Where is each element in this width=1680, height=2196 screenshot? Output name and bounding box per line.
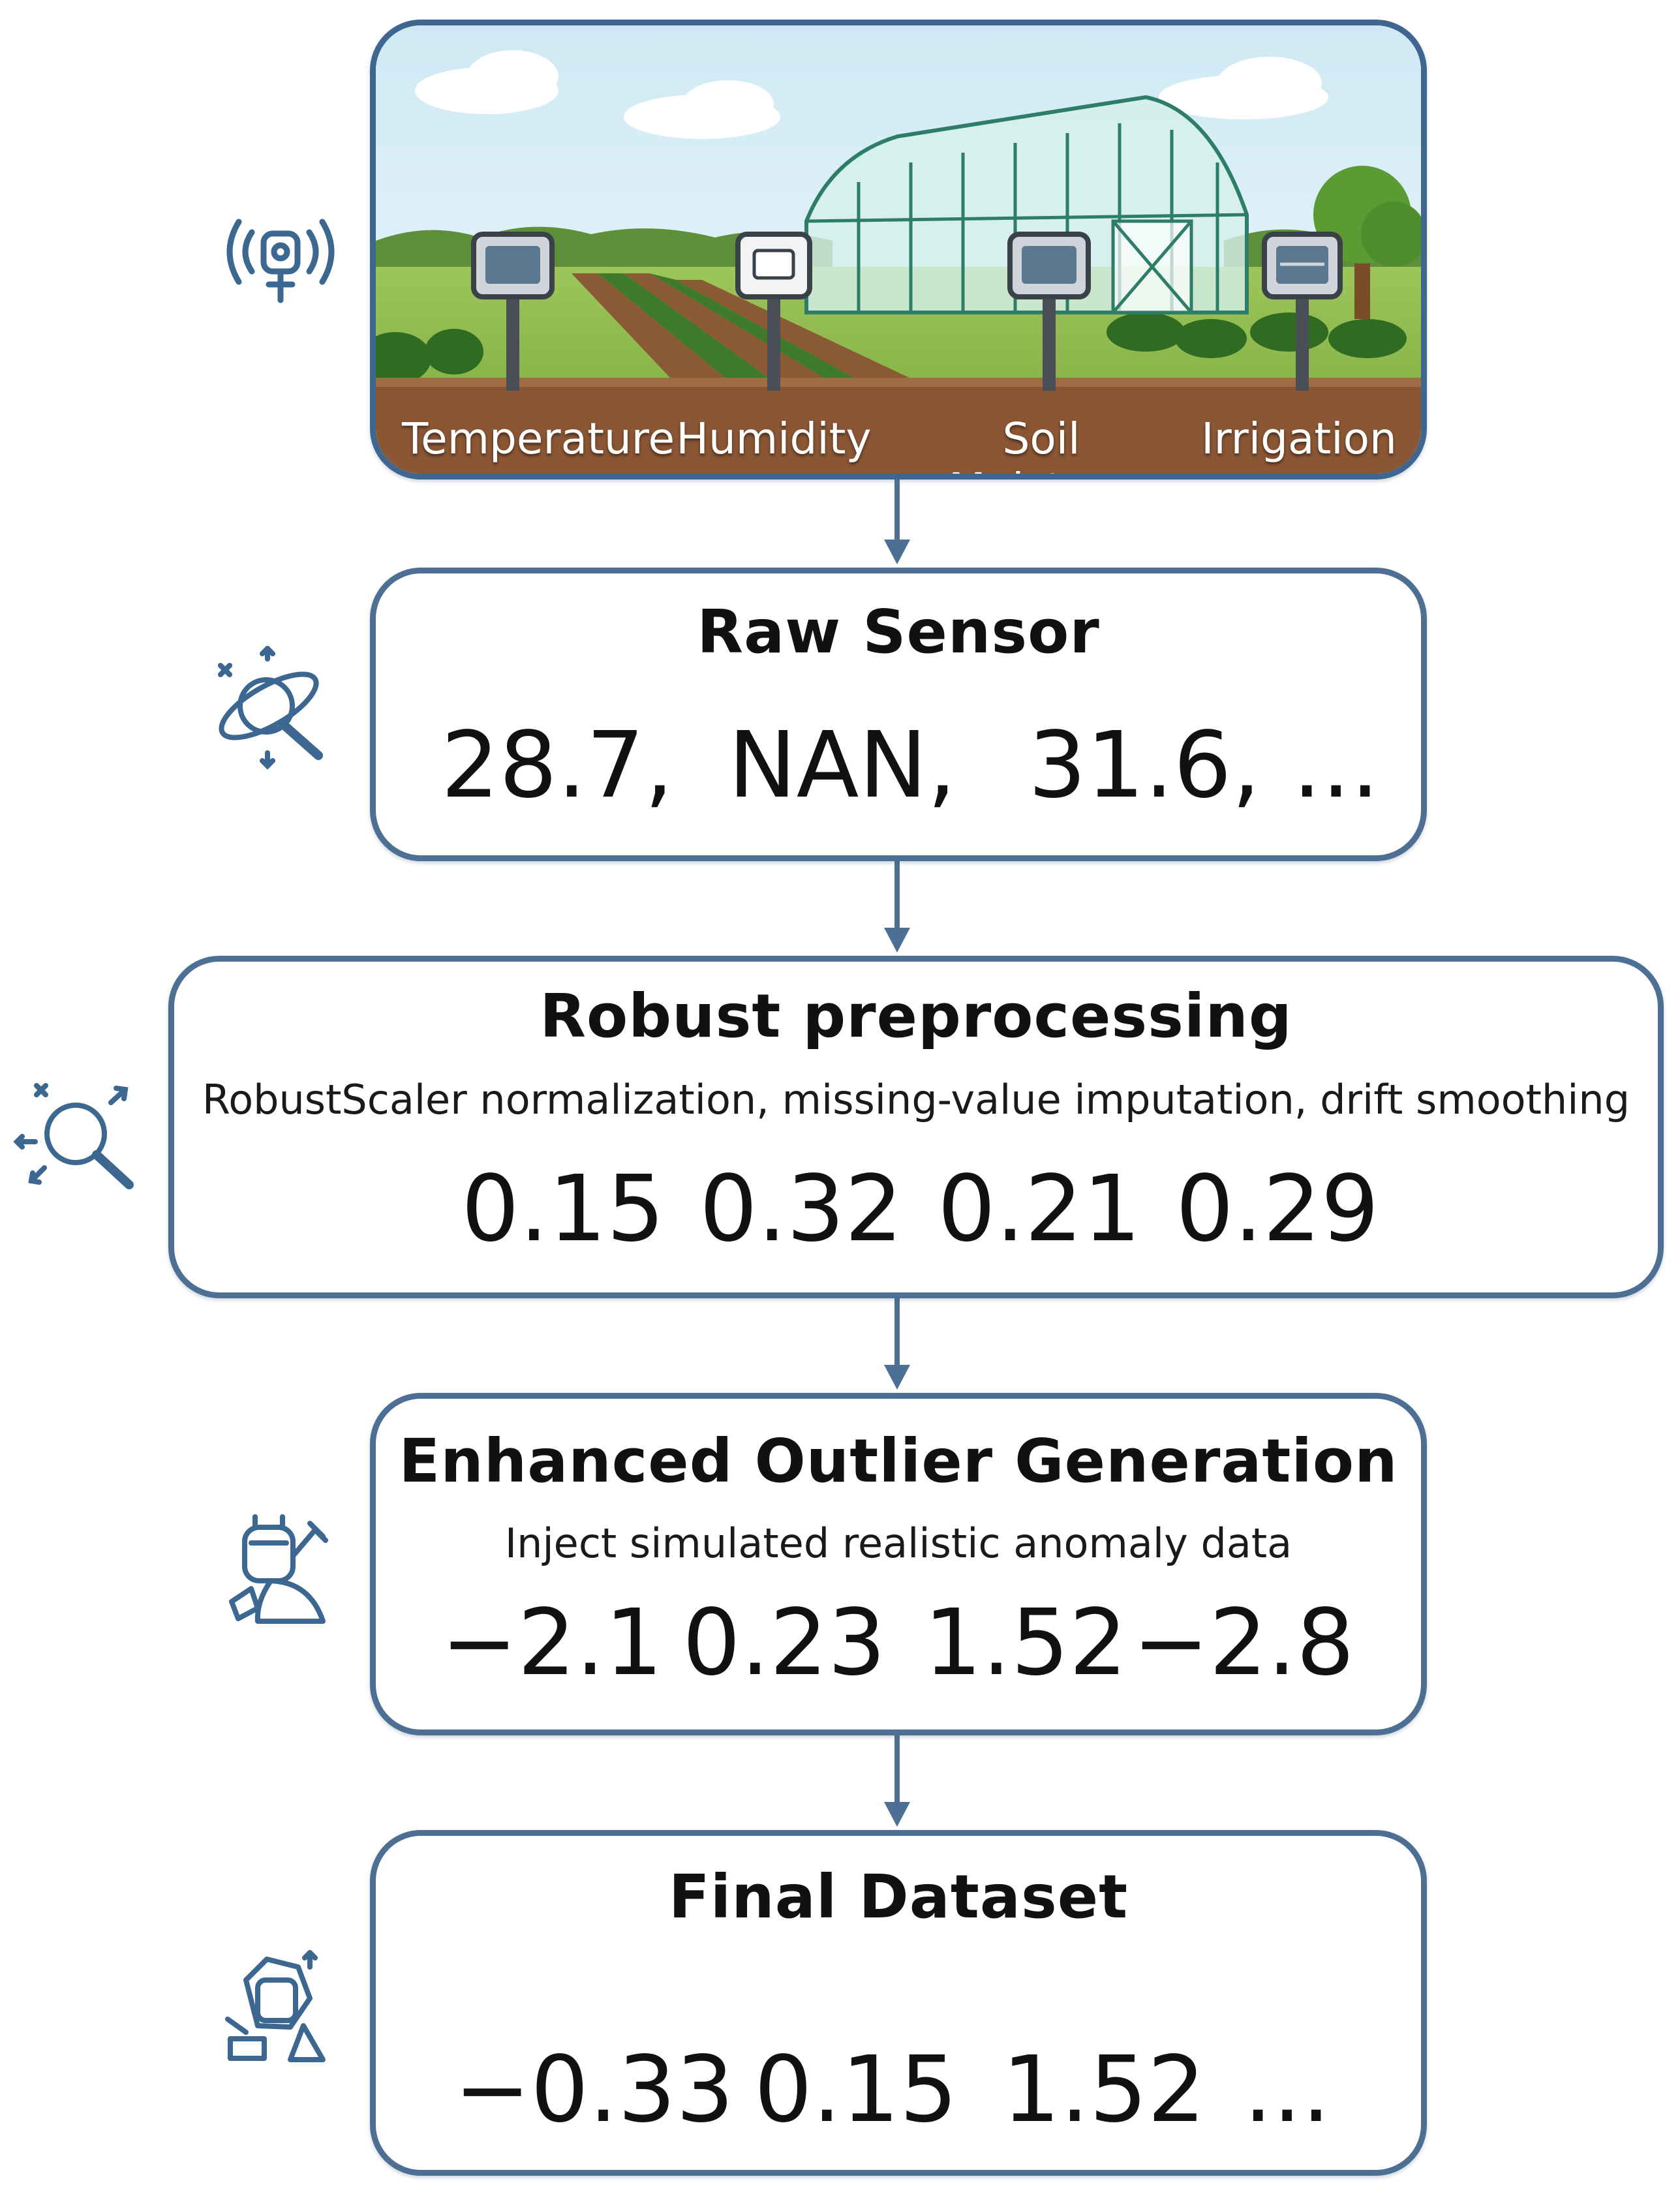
value-item: −2.8 (1133, 1590, 1354, 1696)
step-raw-sensor: Raw Sensor 28.7, NAN, 31.6, ... (370, 568, 1427, 861)
sensor-signal-icon (226, 219, 335, 303)
robot-loop-icon (225, 1950, 326, 2062)
step-values: 28.7, NAN, 31.6, ... (376, 714, 1421, 818)
value-item: −0.33 (454, 2037, 735, 2143)
value-item: 0.23 (682, 1590, 886, 1696)
value-item: 0.32 (699, 1156, 903, 1262)
value-item: 1.52 (1002, 2037, 1206, 2143)
value-item: −2.1 (441, 1590, 663, 1696)
flow-arrow-3 (884, 1298, 910, 1390)
step-subtitle: RobustScaler normalization, missing-valu… (202, 1076, 1630, 1123)
scene-label-irrigation: Irrigation (1201, 414, 1397, 464)
value-item: NAN, (728, 712, 956, 819)
step-subtitle: Inject simulated realistic anomaly data (504, 1519, 1292, 1567)
farm-sensor-scene: Temperature Humidity Soil Moisture Irrig… (370, 20, 1427, 480)
value-item: 28.7, (441, 712, 674, 819)
step-values: −0.33 0.15 1.52 ... (376, 2038, 1421, 2143)
step-values: −2.1 0.23 1.52 −2.8 (376, 1591, 1421, 1696)
magnifier-arrows-icon (13, 1083, 134, 1189)
step-title: Enhanced Outlier Generation (399, 1426, 1398, 1496)
robot-arm-icon (229, 1514, 328, 1624)
step-enhanced-outlier-generation: Enhanced Outlier Generation Inject simul… (370, 1393, 1427, 1735)
value-item: 0.21 (938, 1156, 1141, 1262)
step-final-dataset: Final Dataset −0.33 0.15 1.52 ... (370, 1830, 1427, 2176)
value-item: ... (1292, 712, 1380, 819)
step-values: 0.15 0.32 0.21 0.29 (174, 1157, 1658, 1262)
flow-arrow-4 (884, 1735, 910, 1827)
step-robust-preprocessing: Robust preprocessing RobustScaler normal… (168, 956, 1664, 1298)
value-item: 0.15 (461, 1156, 665, 1262)
value-item: 1.52 (924, 1590, 1127, 1696)
step-title: Robust preprocessing (540, 981, 1292, 1051)
value-item: ... (1244, 2037, 1331, 2143)
scene-label-temperature: Temperature (402, 414, 675, 464)
step-title: Raw Sensor (697, 597, 1100, 667)
scene-label-soil-moisture: Soil Moisture (949, 414, 1134, 474)
value-item: 0.15 (754, 2037, 958, 2143)
flow-arrow-2 (884, 861, 910, 953)
scene-label-humidity: Humidity (676, 414, 872, 464)
value-item: 0.29 (1176, 1156, 1379, 1262)
step-title: Final Dataset (668, 1862, 1129, 1932)
flow-arrow-1 (884, 480, 910, 564)
value-item: 31.6, (1028, 712, 1261, 819)
magnifier-orbit-icon (218, 646, 323, 770)
